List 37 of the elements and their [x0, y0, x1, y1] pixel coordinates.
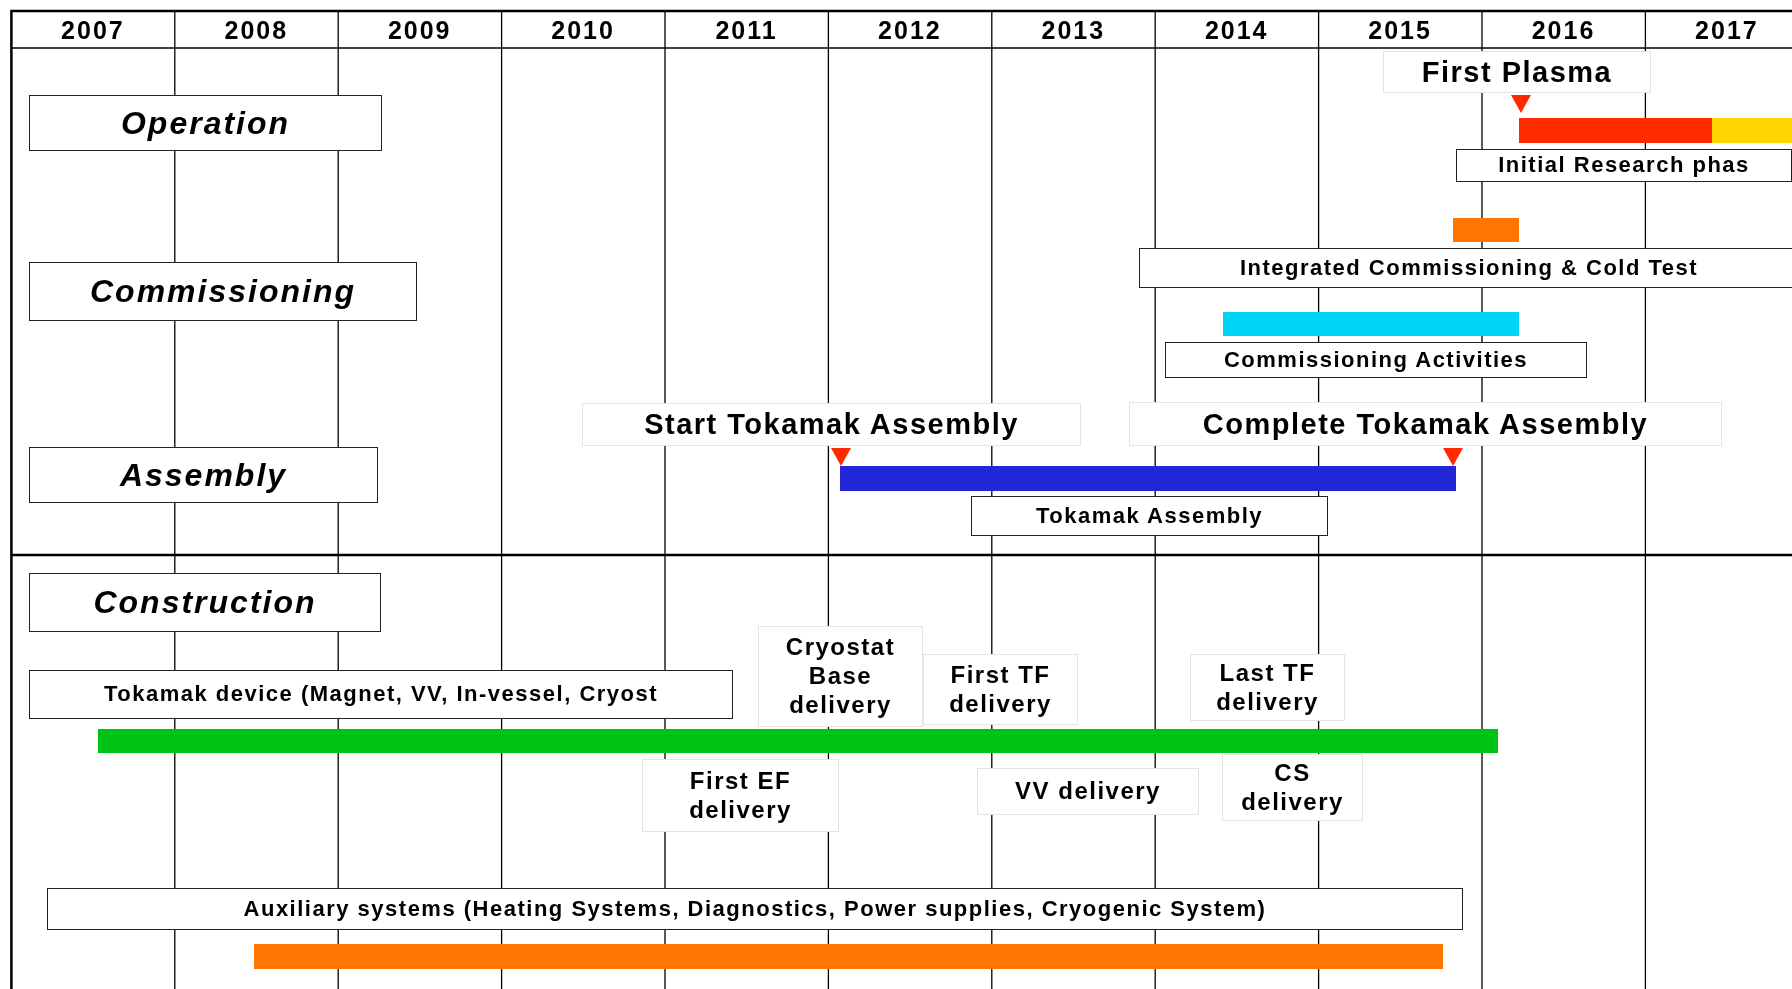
- schedule-bar: [98, 729, 1498, 753]
- phase-heading: Construction: [29, 573, 381, 632]
- schedule-bar: [254, 944, 1443, 969]
- milestone-label: First Plasma: [1383, 51, 1651, 93]
- task-label: Initial Research phas: [1456, 149, 1792, 182]
- year-label: 2014: [1203, 15, 1270, 46]
- year-label: 2008: [223, 15, 290, 46]
- year-label: 2016: [1530, 15, 1597, 46]
- milestone-label: First TF delivery: [923, 654, 1078, 725]
- task-label: Tokamak Assembly: [971, 496, 1328, 536]
- schedule-bar: [840, 466, 1456, 491]
- year-label: 2007: [60, 15, 126, 46]
- year-label: 2011: [714, 15, 779, 46]
- milestone-label: Cryostat Base delivery: [758, 626, 923, 727]
- schedule-bar: [1712, 118, 1792, 143]
- year-label: 2009: [386, 15, 453, 46]
- milestone-label: VV delivery: [977, 768, 1199, 815]
- phase-heading: Assembly: [29, 447, 378, 503]
- schedule-bar: [1519, 118, 1712, 143]
- task-label: Tokamak device (Magnet, VV, In-vessel, Cryost: [29, 670, 733, 719]
- schedule-bar: [1453, 218, 1519, 242]
- schedule-bar: [1223, 312, 1519, 336]
- task-label: Commissioning Activities: [1165, 342, 1587, 378]
- year-label: 2013: [1040, 15, 1107, 46]
- phase-heading: Commissioning: [29, 262, 417, 321]
- milestone-label: Start Tokamak Assembly: [582, 403, 1081, 446]
- milestone-label: First EF delivery: [642, 759, 839, 832]
- milestone-label: Last TF delivery: [1190, 654, 1345, 721]
- task-label: Auxiliary systems (Heating Systems, Diagnostics, Power supplies, Cryogenic System): [47, 888, 1463, 930]
- year-label: 2017: [1694, 15, 1760, 46]
- milestone-label: Complete Tokamak Assembly: [1129, 402, 1722, 446]
- year-label: 2012: [877, 15, 943, 46]
- milestone-label: CS delivery: [1222, 754, 1363, 821]
- phase-heading: Operation: [29, 95, 382, 151]
- task-label: Integrated Commissioning & Cold Test: [1139, 248, 1792, 288]
- year-label: 2015: [1367, 15, 1433, 46]
- year-label: 2010: [550, 15, 616, 46]
